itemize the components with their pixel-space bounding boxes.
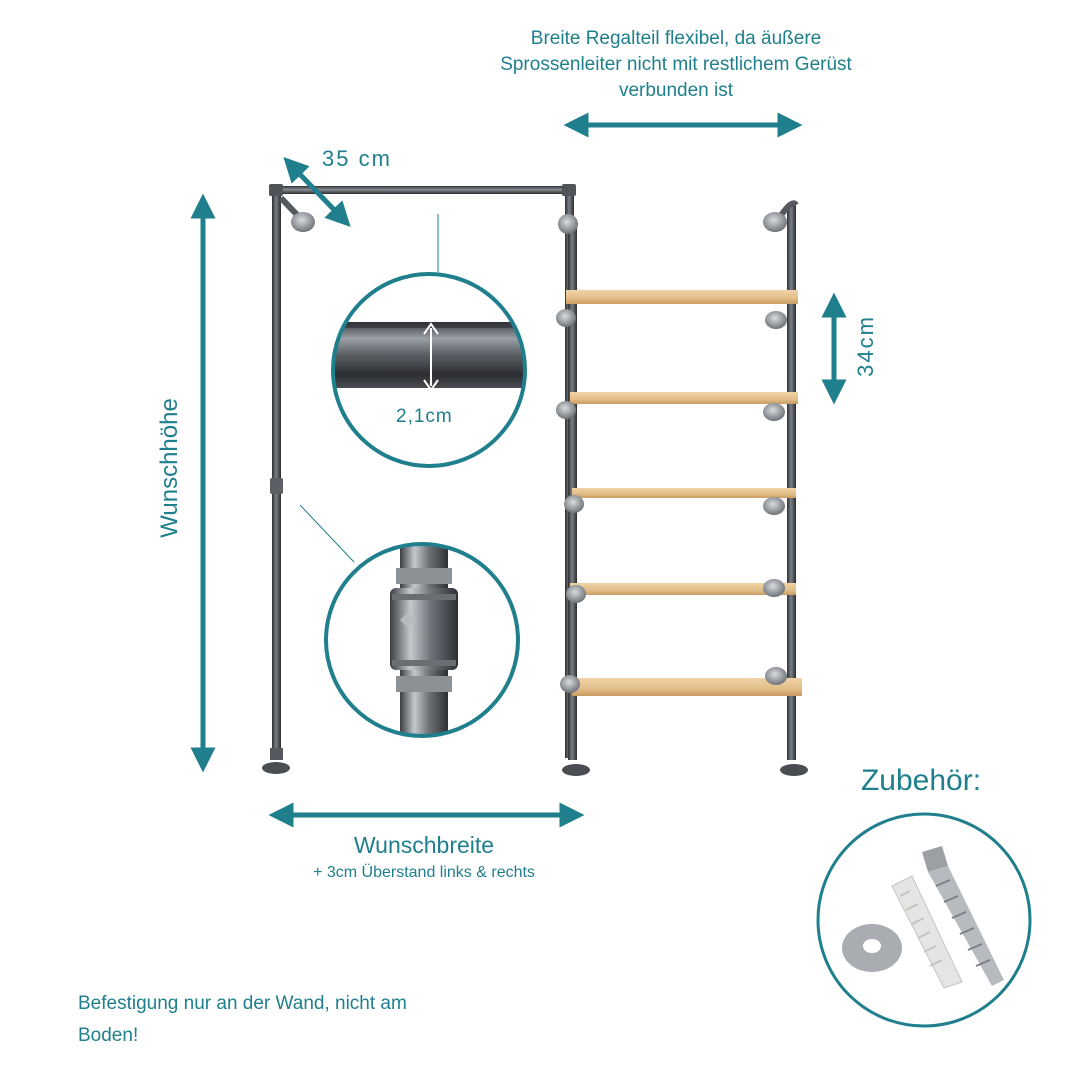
shelf-1 [556, 290, 798, 329]
overhang-note: + 3cm Überstand links & rechts [313, 864, 535, 881]
mounting-note: Befestigung nur an der Wand, nicht am Bo… [78, 993, 407, 1046]
shelf-4 [566, 579, 796, 603]
width-dimension-label: Wunschbreite [353, 832, 495, 858]
accessories-title: Zubehör: [860, 764, 982, 797]
shelf-5 [560, 667, 802, 696]
shelf-3 [564, 488, 796, 515]
double-arrow-icon [283, 156, 351, 228]
ladder-shelf [556, 200, 808, 776]
depth-dimension-label: 35 cm [322, 146, 392, 171]
shelf-spacing-label: 34cm [853, 315, 878, 377]
pipe-closeup [331, 272, 527, 468]
shelf-2 [556, 392, 798, 421]
pipe-diameter-label: 2,1cm [396, 406, 453, 427]
flexible-width-note: Breite Regalteil flexibel, da äußere Spr… [500, 28, 852, 101]
coupling-closeup [324, 542, 520, 738]
height-dimension-label: Wunschhöhe [156, 398, 183, 538]
accessories-closeup [816, 812, 1032, 1028]
